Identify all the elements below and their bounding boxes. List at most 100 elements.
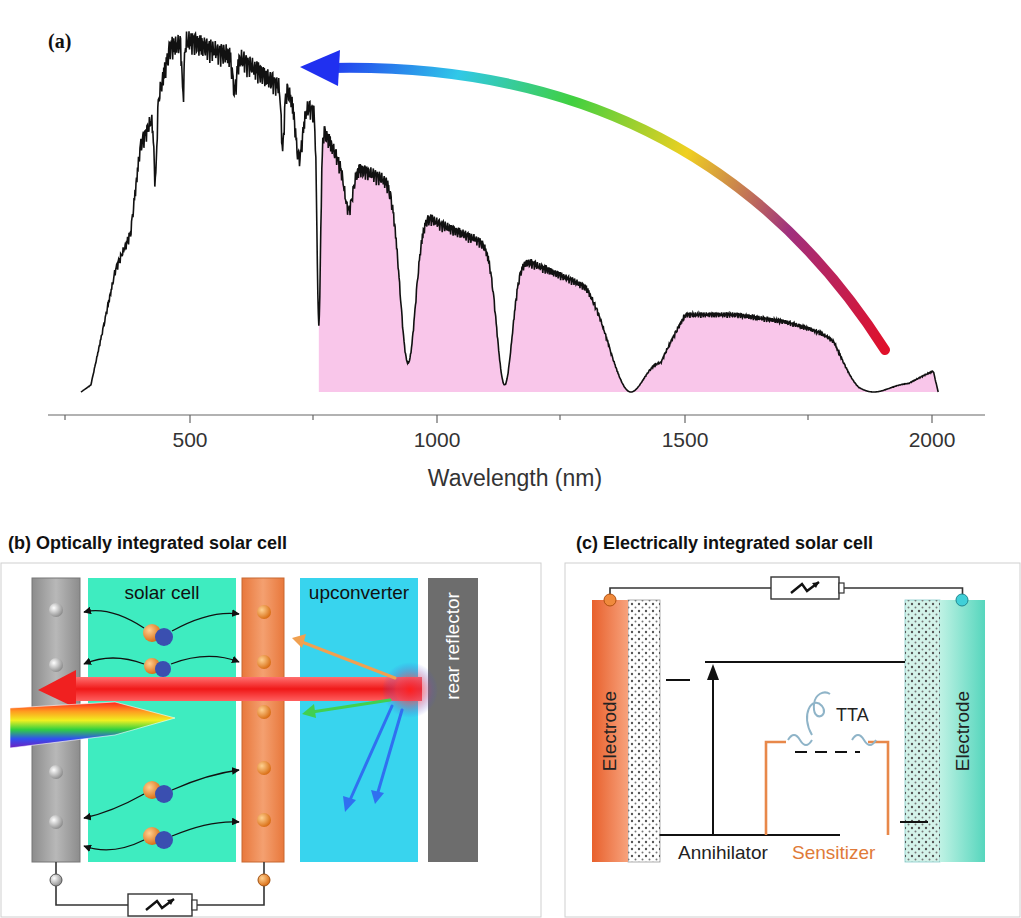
- art-path: [172, 822, 239, 836]
- axis-tick-label: 500: [172, 428, 207, 451]
- axis-tick: [559, 415, 560, 420]
- art-path: [84, 840, 144, 850]
- art-path: [171, 656, 239, 664]
- art-circle: [155, 831, 173, 849]
- art-circle: [143, 624, 161, 642]
- axis-tick: [189, 415, 190, 423]
- art-path: [788, 735, 812, 745]
- art-polygon: [812, 582, 819, 588]
- dotted-layer: [628, 600, 660, 862]
- emitted-photons: [302, 642, 402, 800]
- art-line: [666, 679, 690, 681]
- art-circle: [144, 658, 160, 674]
- art-circle: [155, 661, 171, 677]
- axis-title: Wavelength (nm): [428, 466, 602, 491]
- art-line: [795, 751, 860, 753]
- art-polygon: [167, 899, 174, 905]
- art-path: [146, 899, 174, 910]
- axis-tick: [64, 415, 65, 420]
- art-rect: [771, 577, 839, 599]
- solar-cell-box: solar cell: [88, 578, 236, 862]
- dotted-layer: [628, 600, 660, 862]
- terminal: [258, 874, 270, 886]
- art-line: [705, 661, 905, 663]
- electrode-box: Electrode: [592, 600, 628, 862]
- upconversion-glow: [382, 662, 438, 718]
- art-path: [868, 742, 888, 835]
- art-circle: [143, 827, 161, 845]
- incident-sunlight: [10, 702, 175, 748]
- box-label: solar cell: [125, 583, 200, 604]
- terminal: [604, 594, 616, 606]
- panel-title: (a): [48, 30, 71, 52]
- art-circle: [49, 815, 63, 829]
- axis-tick: [436, 415, 437, 423]
- art-circle: [143, 781, 161, 799]
- battery-symbol: [128, 894, 197, 916]
- art-circle: [257, 655, 271, 669]
- panel-frame: [1, 563, 541, 917]
- photon-heads: [292, 634, 384, 812]
- art-path: [172, 770, 239, 790]
- energy-label: TTA: [836, 706, 869, 726]
- light-beam-head: [38, 670, 76, 708]
- panel-title: (c) Electrically integrated solar cell: [576, 534, 873, 554]
- art-rect: [839, 583, 844, 593]
- art-circle: [49, 603, 63, 617]
- art-polygon: [292, 634, 306, 648]
- solar-spectrum: [81, 31, 938, 392]
- rear-reflector-box: rear reflector: [428, 578, 478, 862]
- light-beam: [72, 677, 422, 701]
- arrow-head: [300, 50, 340, 86]
- energy-label: Annihilator: [678, 843, 768, 864]
- art-path: [84, 658, 144, 664]
- energy-label: Sensitizer: [792, 843, 875, 864]
- art-circle: [49, 713, 63, 727]
- art-rect: [128, 894, 192, 916]
- art-rect: [192, 900, 197, 910]
- box-label: rear reflector: [443, 592, 464, 700]
- panel-frame: [565, 563, 1020, 917]
- art-polygon: [371, 790, 384, 804]
- art-line: [660, 834, 840, 836]
- sensitizer-levels: [766, 742, 888, 835]
- upconverter-box: upconverter: [300, 578, 418, 862]
- battery-symbol: [771, 577, 844, 599]
- art-line: [712, 676, 714, 835]
- box-label: upconverter: [309, 583, 409, 604]
- charge-carriers: [143, 624, 173, 849]
- axis-tick-label: 1500: [662, 428, 709, 451]
- art-path: [852, 735, 876, 745]
- axis-ticks: [65, 415, 932, 423]
- circuit-wire: [610, 588, 963, 600]
- carrier-paths: [84, 611, 239, 850]
- front-electrode: [32, 578, 80, 862]
- rear-contact: [242, 578, 284, 862]
- art-path: [807, 692, 830, 735]
- art-circle: [49, 658, 63, 672]
- axis-tick: [312, 415, 313, 420]
- art-path: [766, 742, 786, 835]
- art-path: [350, 706, 392, 800]
- terminal: [956, 594, 968, 606]
- art-circle: [49, 765, 63, 779]
- panel-title: (b) Optically integrated solar cell: [8, 534, 287, 554]
- art-path: [172, 613, 239, 631]
- upconversion-arrow: [330, 68, 885, 350]
- art-path: [84, 794, 144, 818]
- art-path: [791, 582, 819, 593]
- art-path: [84, 611, 144, 628]
- excitation-arrow: [707, 664, 719, 680]
- art-circle: [257, 813, 271, 827]
- axis-tick: [807, 415, 808, 420]
- energy-levels: [660, 662, 928, 835]
- axis-tick-label: 2000: [909, 428, 956, 451]
- electrode-box: Electrode: [940, 600, 985, 862]
- terminal: [50, 874, 62, 886]
- tta-curls: [788, 692, 876, 745]
- axis-tick: [931, 415, 932, 423]
- art-path: [312, 700, 390, 712]
- art-line: [900, 821, 928, 823]
